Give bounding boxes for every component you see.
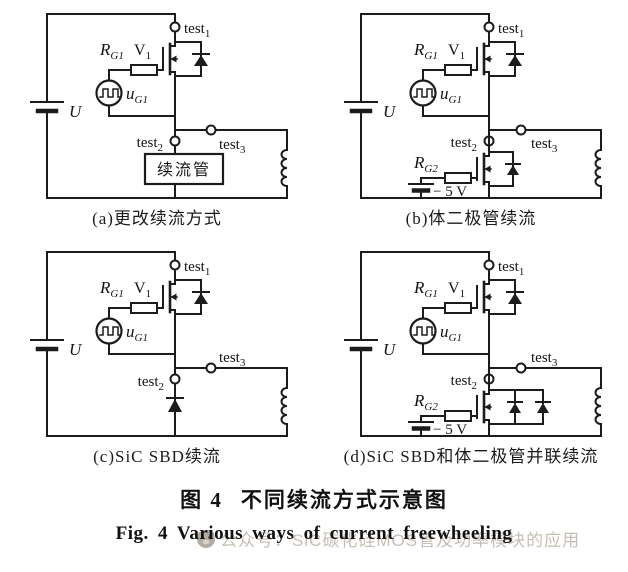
figure-title-zh: 不同续流方式示意图 — [240, 488, 448, 512]
test2-terminal — [169, 373, 181, 385]
freewheel-box-label: 续流管 — [157, 161, 211, 179]
circuit-a: test3 test2 续流管 — [7, 2, 288, 208]
figure-caption-en: Fig. 4 Various ways of current freewheel… — [115, 523, 513, 544]
test2-label: test2 — [138, 374, 164, 393]
test3-label: test3 — [531, 136, 558, 155]
panel-caption-d: (d)SiC SBD和体二极管并联续流 — [343, 447, 599, 466]
panel-c: test3 test2 (c)SiC SBD续流 — [0, 240, 314, 468]
test2-label: test2 — [451, 373, 477, 392]
circuit-d: test3 test2 — [321, 240, 602, 446]
test3-label: test3 — [219, 137, 246, 156]
test2-terminal — [169, 135, 181, 147]
test3-terminal — [205, 124, 217, 136]
test2-label: test2 — [451, 135, 477, 154]
watermark-text: 公众号：SiC碳化硅MOS管及功率模块的应用 — [220, 531, 581, 550]
panel-a: test3 test2 续流管 (a)更改续流方式 — [0, 2, 314, 230]
panel-d: test3 test2 (d)SiC SBD和体二极管并联续流 — [314, 240, 628, 468]
panel-b: test3 test2 (b)体二极管续流 — [314, 2, 628, 230]
watermark: 公众号：SiC碳化硅MOS管及功率模块的应用 — [196, 526, 580, 551]
circuit-b: test3 test2 — [321, 2, 602, 208]
test3-terminal — [515, 124, 527, 136]
test3-label: test3 — [219, 350, 246, 369]
figure-caption-zh: 图 4 不同续流方式示意图 — [0, 484, 628, 514]
circuit-c: test3 test2 — [7, 240, 288, 446]
panel-grid: test3 test2 续流管 (a)更改续流方式 test3 test2 — [0, 2, 628, 468]
sbd-diode — [166, 397, 184, 412]
freewheel-box — [143, 152, 225, 186]
panel-caption-a: (a)更改续流方式 — [92, 209, 222, 228]
figure-captions: 图 4 不同续流方式示意图 公众号：SiC碳化硅MOS管及功率模块的应用 Fig.… — [0, 484, 628, 553]
watermark-icon — [197, 529, 215, 548]
caption-en-row: 公众号：SiC碳化硅MOS管及功率模块的应用 Fig. 4 Various wa… — [0, 523, 628, 553]
test2-label: test2 — [137, 135, 163, 154]
test3-label: test3 — [531, 350, 558, 369]
test3-terminal — [515, 362, 527, 374]
panel-caption-c: (c)SiC SBD续流 — [93, 447, 221, 466]
figure-number-zh: 图 4 — [180, 488, 223, 512]
body-diode-v2 — [488, 151, 521, 187]
test3-terminal — [205, 362, 217, 374]
panel-caption-b: (b)体二极管续流 — [405, 209, 537, 228]
parallel-diode-pair — [488, 389, 551, 425]
